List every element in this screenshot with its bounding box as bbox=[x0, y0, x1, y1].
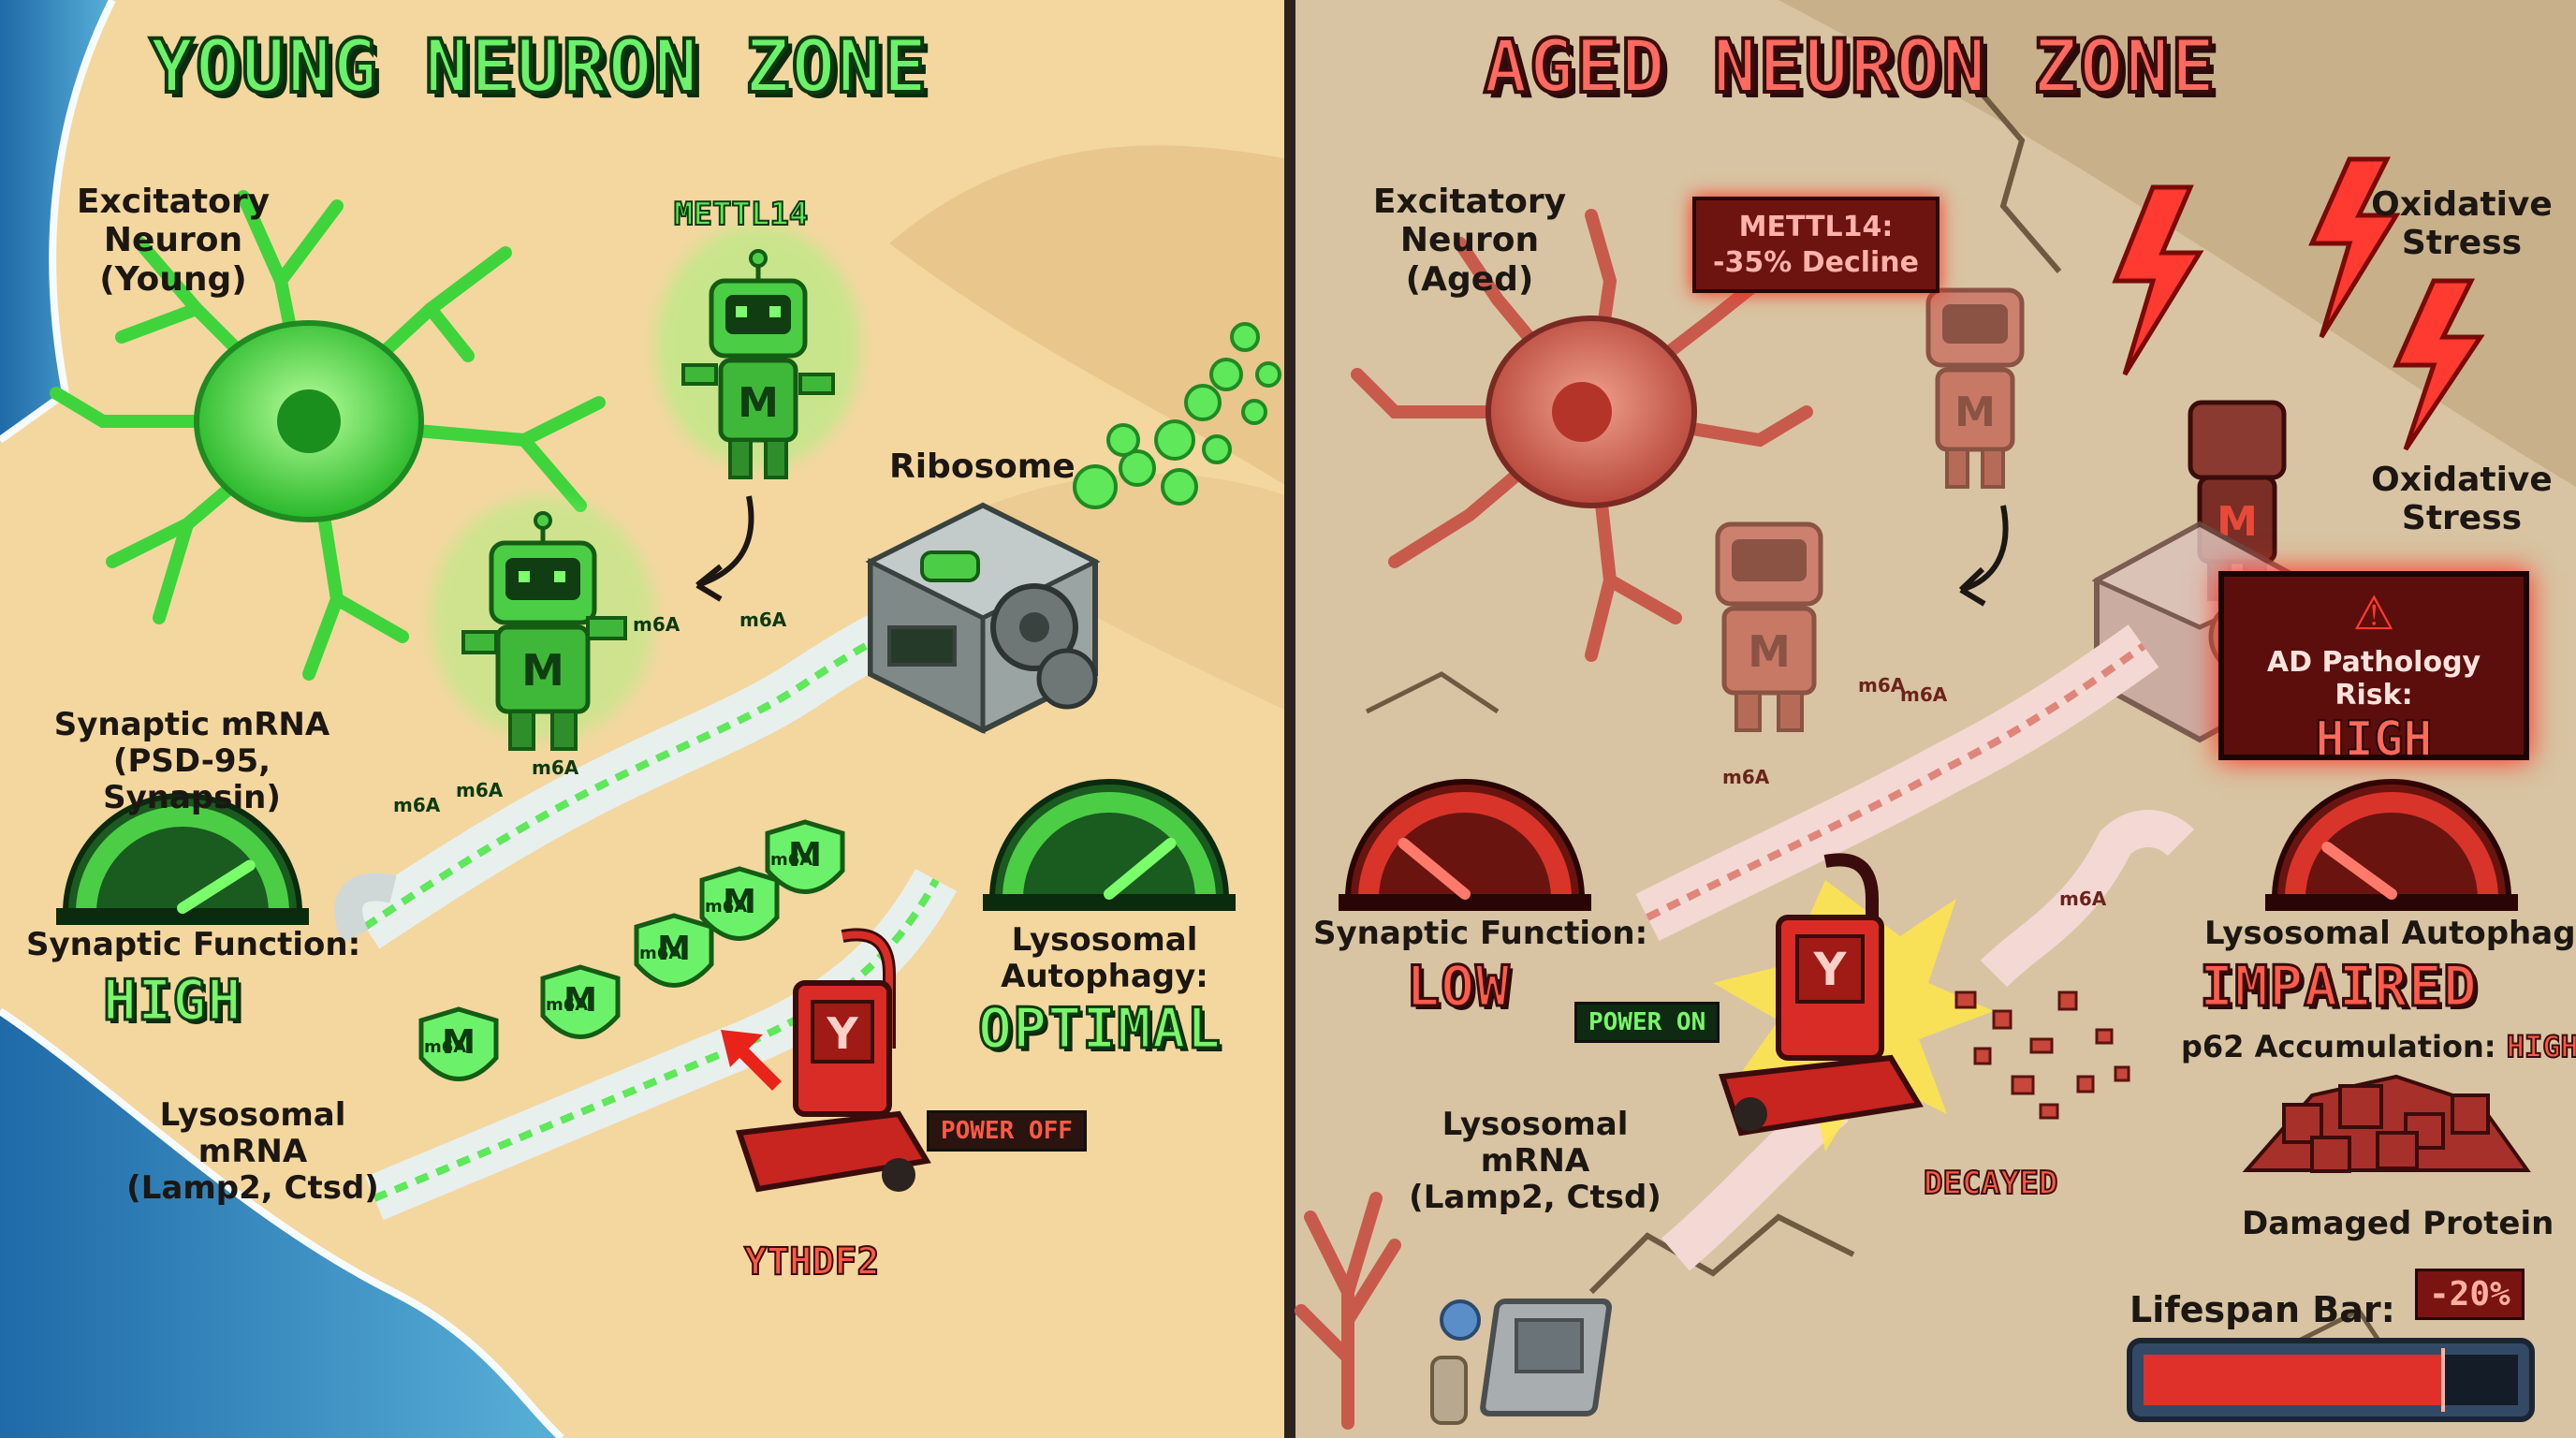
m6a-tag: m6A bbox=[739, 609, 787, 631]
m6a-tag: m6A bbox=[424, 1037, 467, 1057]
svg-text:M: M bbox=[738, 379, 779, 427]
ribosome-label: Ribosome bbox=[889, 448, 1076, 486]
young-power-off-label: POWER OFF bbox=[927, 1110, 1087, 1152]
gauge-synaptic-aged bbox=[1339, 779, 1591, 911]
ad-risk-panel: ⚠ AD Pathology Risk: HIGH bbox=[2218, 571, 2529, 769]
svg-text:M: M bbox=[1954, 389, 1996, 436]
svg-text:M: M bbox=[723, 883, 756, 921]
m6a-tag: m6A bbox=[633, 613, 681, 636]
decayed-label: DECAYED bbox=[1923, 1164, 2058, 1202]
m6a-tag: m6A bbox=[456, 779, 504, 801]
p62-value: HIGH bbox=[2506, 1029, 2576, 1065]
p62-label-text: p62 Accumulation: bbox=[2181, 1029, 2496, 1064]
svg-text:M: M bbox=[1748, 626, 1791, 677]
aged-zone-title: AGED NEURON ZONE bbox=[1482, 23, 2217, 110]
aged-autophagy-label: Lysosomal Autophagy: bbox=[2204, 915, 2576, 952]
gauge-synaptic-young bbox=[56, 793, 309, 925]
aged-synaptic-function-value: LOW bbox=[1404, 953, 1511, 1020]
oxidative-stress-label-1: Oxidative Stress bbox=[2371, 185, 2553, 263]
m6a-tag: m6A bbox=[2059, 888, 2107, 910]
ad-risk-label: AD Pathology Risk: bbox=[2266, 646, 2481, 712]
aged-synaptic-function-label: Synaptic Function: bbox=[1313, 915, 1648, 952]
svg-text:M: M bbox=[521, 645, 564, 696]
mettl14-decline-callout: METTL14: -35% Decline bbox=[1692, 197, 1940, 293]
young-mettl14-label: METTL14 bbox=[673, 195, 809, 233]
m6a-tag: m6A bbox=[770, 850, 813, 870]
svg-text:M: M bbox=[788, 836, 822, 874]
young-synaptic-function-value: HIGH bbox=[102, 967, 242, 1034]
lifespan-change-badge: -20% bbox=[2415, 1269, 2525, 1320]
m6a-tag: m6A bbox=[546, 995, 589, 1015]
aged-lysosomal-mrna-label: Lysosomal mRNA (Lamp2, Ctsd) bbox=[1409, 1106, 1661, 1217]
svg-text:Y: Y bbox=[1813, 944, 1848, 996]
m6a-tag: m6A bbox=[639, 944, 682, 963]
young-autophagy-value: OPTIMAL bbox=[977, 995, 1222, 1063]
damaged-protein-label: Damaged Protein bbox=[2242, 1205, 2554, 1242]
young-lysosomal-mrna-label: Lysosomal mRNA (Lamp2, Ctsd) bbox=[126, 1096, 379, 1208]
young-zone-title: YOUNG NEURON ZONE bbox=[148, 23, 929, 110]
oxidative-stress-label-2: Oxidative Stress bbox=[2371, 461, 2553, 538]
m6a-tag: m6A bbox=[1858, 674, 1906, 697]
m6a-tag: m6A bbox=[393, 794, 441, 816]
warning-icon: ⚠ bbox=[2352, 586, 2395, 640]
svg-text:M: M bbox=[564, 981, 597, 1020]
young-neuron-label: Excitatory Neuron (Young) bbox=[76, 183, 271, 299]
svg-text:M: M bbox=[657, 930, 691, 968]
m6a-tag: m6A bbox=[705, 897, 748, 917]
aged-neuron-label: Excitatory Neuron (Aged) bbox=[1372, 183, 1567, 299]
young-synaptic-mrna-label: Synaptic mRNA (PSD-95, Synapsin) bbox=[53, 706, 330, 817]
p62-label: p62 Accumulation: HIGH bbox=[2181, 1029, 2576, 1065]
lifespan-label: Lifespan Bar: bbox=[2130, 1289, 2395, 1330]
aged-autophagy-value: IMPAIRED bbox=[2199, 953, 2479, 1020]
m6a-tag: m6A bbox=[532, 756, 579, 779]
ythdf2-label: YTHDF2 bbox=[743, 1240, 880, 1284]
gauge-autophagy-aged bbox=[2265, 779, 2518, 911]
ad-risk-value: HIGH bbox=[2314, 711, 2433, 769]
svg-text:M: M bbox=[442, 1023, 476, 1062]
gauge-autophagy-young bbox=[983, 779, 1236, 911]
aged-power-on-label: POWER ON bbox=[1574, 1002, 1720, 1043]
m6a-tag: m6A bbox=[1722, 766, 1770, 788]
young-synaptic-function-label: Synaptic Function: bbox=[26, 926, 361, 963]
lifespan-bar bbox=[2127, 1338, 2535, 1422]
svg-text:Y: Y bbox=[826, 1008, 858, 1059]
young-autophagy-label: Lysosomal Autophagy: bbox=[1001, 921, 1208, 996]
m6a-tag: m6A bbox=[1900, 683, 1948, 706]
